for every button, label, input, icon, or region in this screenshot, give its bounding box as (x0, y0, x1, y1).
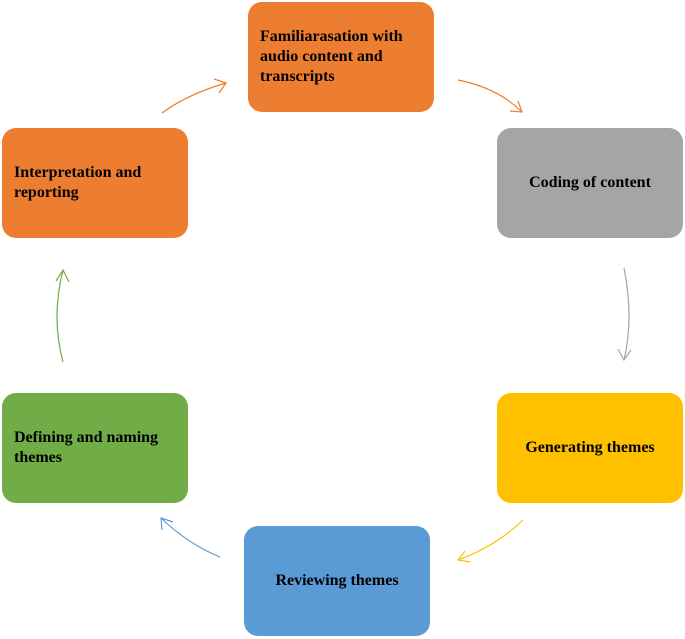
arrow-step6-to-step1 (161, 82, 227, 114)
arrow-step2-to-step3 (623, 267, 630, 361)
step-coding-label: Coding of content (529, 174, 651, 191)
arrow-step3-to-step4 (457, 519, 524, 561)
arrow-step4-to-step5-head (160, 517, 174, 531)
arrow-step4-to-step5 (160, 517, 221, 558)
arrow-step5-to-step6-head (55, 268, 70, 283)
step-generating-themes-label: Generating themes (525, 439, 655, 456)
arrow-step2-to-step3-head (617, 348, 632, 362)
step-generating-themes: Generating themes (497, 393, 683, 503)
step-reviewing-themes: Reviewing themes (244, 526, 430, 636)
arrow-step5-to-step6 (56, 269, 64, 363)
step-interpretation-reporting: Interpretation and reporting (2, 128, 188, 238)
arrow-step1-to-step2 (457, 79, 523, 113)
step-familiarisation-label: Familiarasation with audio content and t… (260, 28, 403, 85)
arrow-step6-to-step1-head (213, 78, 227, 94)
step-reviewing-themes-label: Reviewing themes (275, 572, 399, 589)
step-interpretation-reporting-label: Interpretation and reporting (14, 164, 142, 201)
arrow-step3-to-step4-head (456, 550, 471, 563)
step-coding: Coding of content (497, 128, 683, 238)
arrow-step1-to-step2-head (509, 100, 523, 113)
step-defining-naming-themes: Defining and naming themes (2, 393, 188, 503)
step-familiarisation: Familiarasation with audio content and t… (248, 2, 434, 112)
step-defining-naming-themes-label: Defining and naming themes (14, 429, 159, 466)
